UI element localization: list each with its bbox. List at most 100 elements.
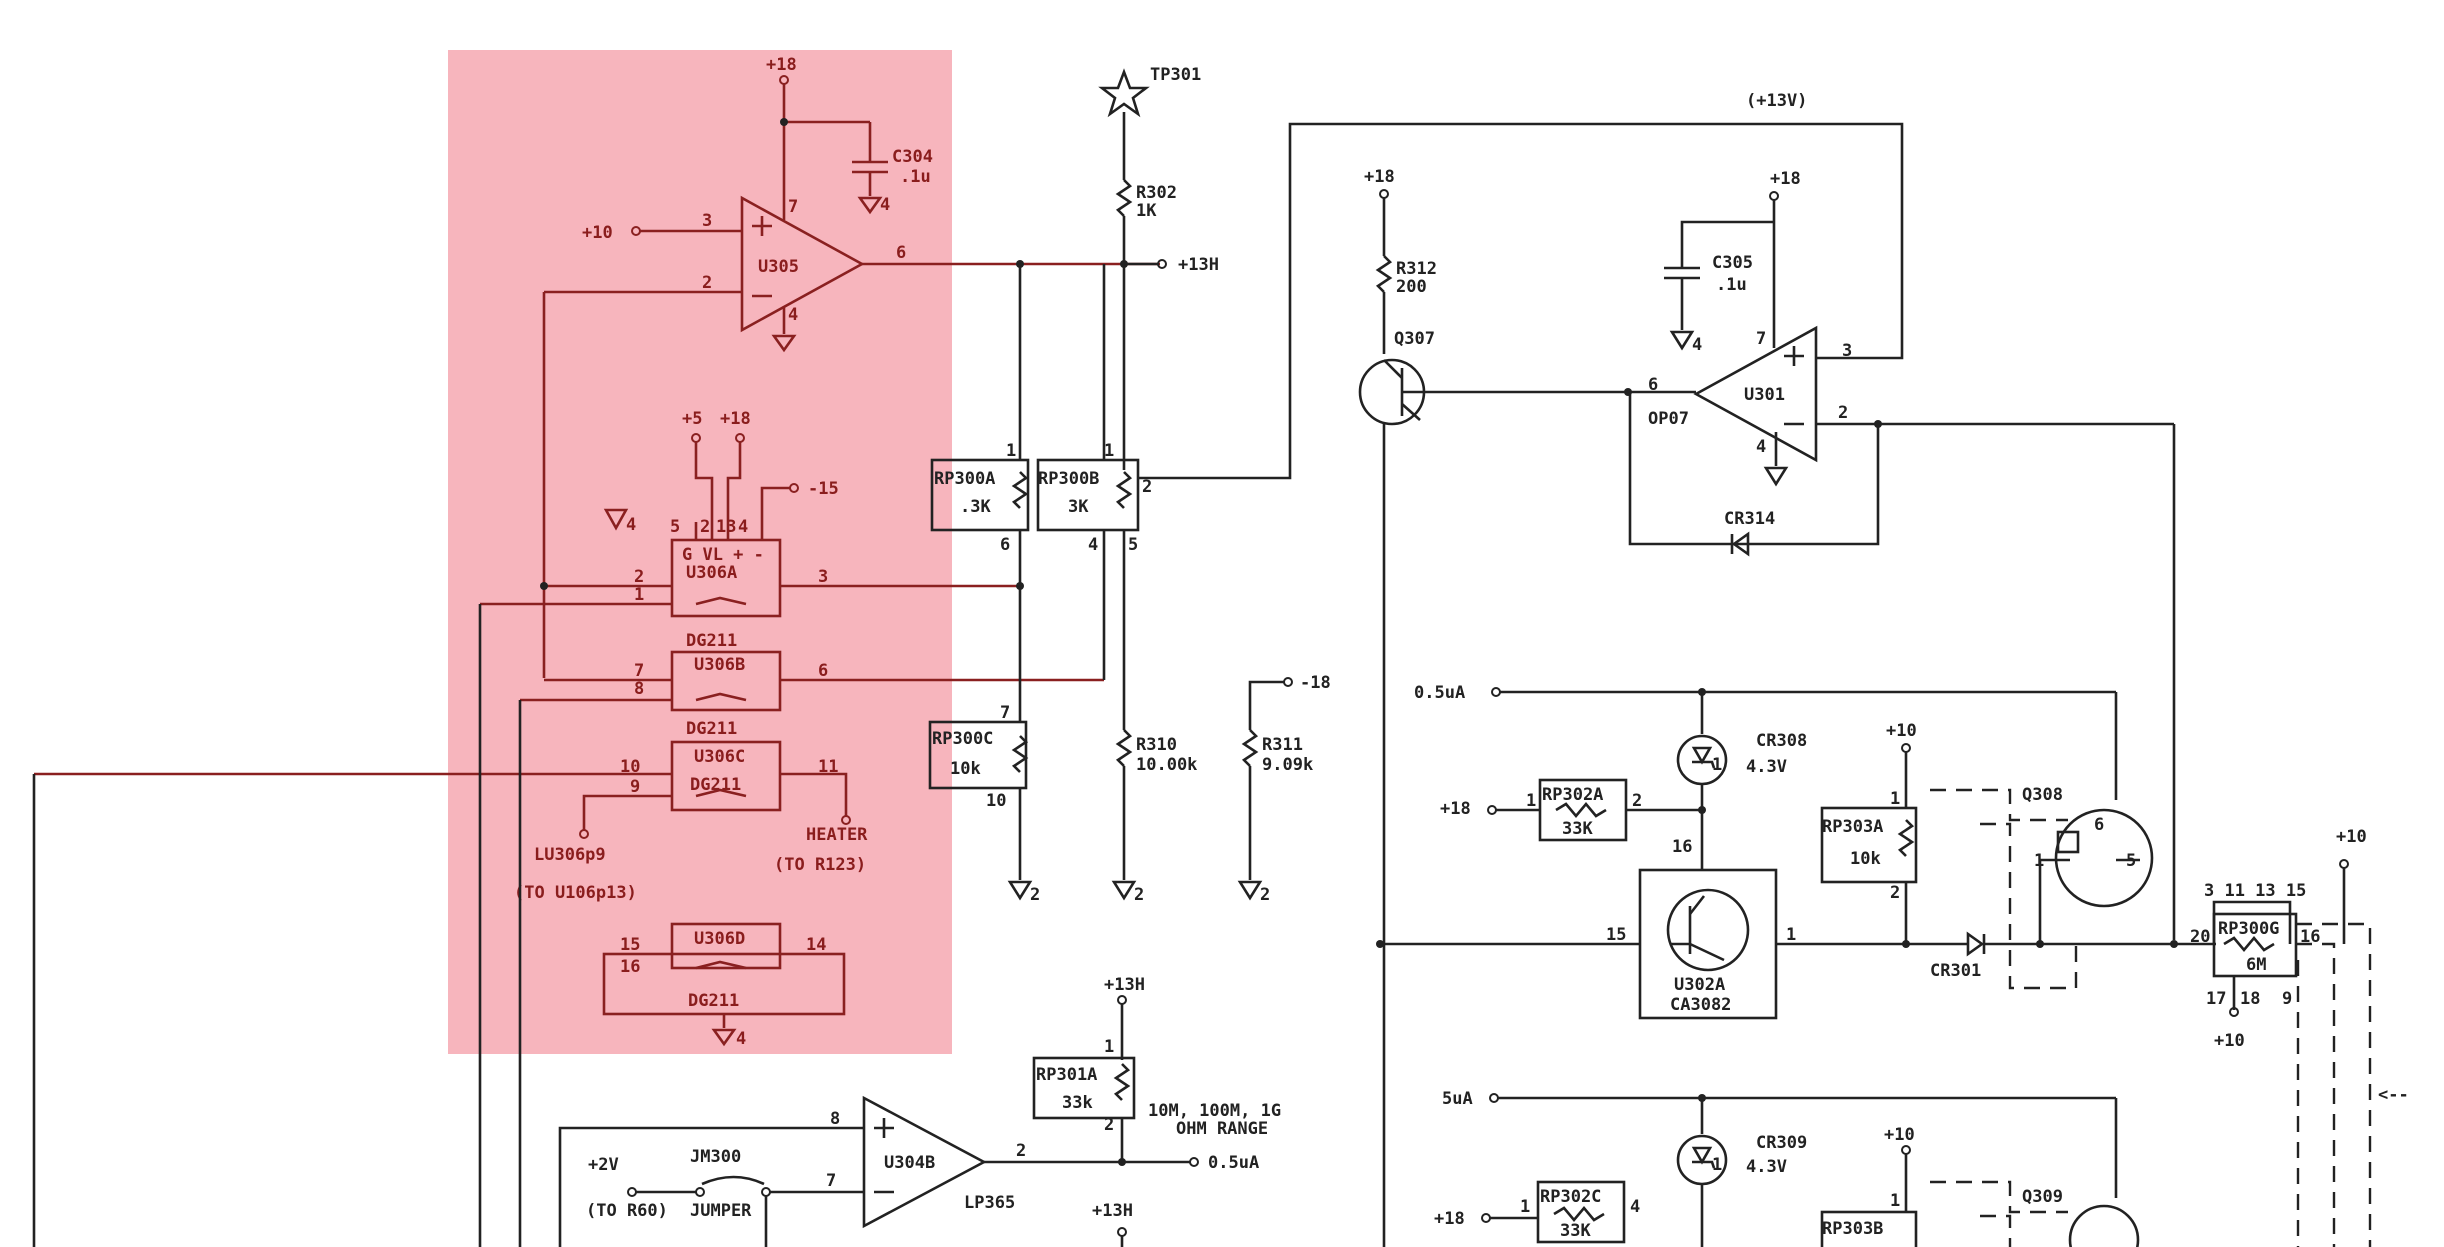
svg-text:1: 1 bbox=[1890, 789, 1900, 809]
svg-text:<--: <-- bbox=[2378, 1085, 2409, 1105]
svg-text:1: 1 bbox=[1526, 791, 1536, 811]
svg-text:OHM RANGE: OHM RANGE bbox=[1176, 1119, 1268, 1139]
svg-text:11: 11 bbox=[818, 757, 838, 777]
svg-text:6: 6 bbox=[896, 243, 906, 263]
rp300c-resistor bbox=[928, 720, 1028, 790]
svg-text:HEATER: HEATER bbox=[806, 825, 868, 845]
svg-text:+13H: +13H bbox=[1092, 1201, 1133, 1221]
svg-text:3: 3 bbox=[702, 211, 712, 231]
svg-text:10: 10 bbox=[620, 757, 640, 777]
svg-text:RP300B: RP300B bbox=[1038, 469, 1099, 489]
svg-text:+13H: +13H bbox=[1104, 975, 1145, 995]
svg-text:+18: +18 bbox=[720, 409, 751, 429]
svg-text:U302A: U302A bbox=[1674, 975, 1725, 995]
svg-text:+10: +10 bbox=[2214, 1031, 2245, 1051]
svg-text:13: 13 bbox=[716, 517, 736, 537]
svg-text:4: 4 bbox=[1756, 437, 1766, 457]
svg-text:1: 1 bbox=[1520, 1197, 1530, 1217]
svg-text:8: 8 bbox=[830, 1109, 840, 1129]
svg-text:U306B: U306B bbox=[694, 655, 745, 675]
svg-text:10k: 10k bbox=[950, 759, 981, 779]
svg-text:(TO U106p13): (TO U106p13) bbox=[514, 883, 637, 903]
svg-text:0.5uA: 0.5uA bbox=[1414, 683, 1465, 703]
svg-text:JUMPER: JUMPER bbox=[690, 1201, 752, 1221]
svg-text:+13H: +13H bbox=[1178, 255, 1219, 275]
svg-text:1: 1 bbox=[1890, 1191, 1900, 1211]
svg-text:RP300G: RP300G bbox=[2218, 919, 2279, 939]
svg-text:7: 7 bbox=[1000, 703, 1010, 723]
c304-label: C304 bbox=[892, 147, 933, 167]
svg-text:9: 9 bbox=[2282, 989, 2292, 1009]
svg-text:R310: R310 bbox=[1136, 735, 1177, 755]
svg-text:1: 1 bbox=[1786, 925, 1796, 945]
svg-text:18: 18 bbox=[2240, 989, 2260, 1009]
svg-text:+18: +18 bbox=[1770, 169, 1801, 189]
svg-text:(TO R123): (TO R123) bbox=[774, 855, 866, 875]
u304b-opamp bbox=[862, 1095, 987, 1229]
svg-text:R302: R302 bbox=[1136, 183, 1177, 203]
svg-text:2: 2 bbox=[1016, 1141, 1026, 1161]
svg-text:+5: +5 bbox=[682, 409, 702, 429]
svg-text:+18: +18 bbox=[1434, 1209, 1465, 1229]
u301-label: U301 bbox=[1744, 385, 1785, 405]
svg-text:16: 16 bbox=[620, 957, 640, 977]
svg-text:U306A: U306A bbox=[686, 563, 737, 583]
svg-text:16: 16 bbox=[1672, 837, 1692, 857]
svg-text:C305: C305 bbox=[1712, 253, 1753, 273]
svg-text:33k: 33k bbox=[1062, 1093, 1093, 1113]
svg-text:2: 2 bbox=[702, 273, 712, 293]
svg-text:2: 2 bbox=[700, 517, 710, 537]
svg-text:3: 3 bbox=[818, 567, 828, 587]
svg-text:1: 1 bbox=[1006, 441, 1016, 461]
svg-text:4: 4 bbox=[880, 195, 890, 215]
svg-text:33K: 33K bbox=[1560, 1221, 1591, 1241]
u305-opamp bbox=[740, 195, 865, 333]
u306d-switch bbox=[670, 922, 782, 970]
svg-text:1: 1 bbox=[1712, 755, 1722, 775]
svg-text:Q309: Q309 bbox=[2022, 1187, 2063, 1207]
svg-text:17: 17 bbox=[2206, 989, 2226, 1009]
svg-text:15: 15 bbox=[1606, 925, 1626, 945]
svg-text:7: 7 bbox=[634, 661, 644, 681]
svg-text:4.3V: 4.3V bbox=[1746, 1157, 1787, 1177]
svg-text:6: 6 bbox=[2094, 815, 2104, 835]
svg-text:CR308: CR308 bbox=[1756, 731, 1807, 751]
svg-text:CA3082: CA3082 bbox=[1670, 995, 1731, 1015]
svg-text:4: 4 bbox=[788, 305, 798, 325]
svg-text:7: 7 bbox=[788, 197, 798, 217]
svg-text:Q308: Q308 bbox=[2022, 785, 2063, 805]
svg-text:1: 1 bbox=[1104, 1037, 1114, 1057]
svg-text:1: 1 bbox=[634, 585, 644, 605]
svg-text:6: 6 bbox=[1648, 375, 1658, 395]
svg-text:(+13V): (+13V) bbox=[1746, 91, 1807, 111]
svg-text:3: 3 bbox=[1842, 341, 1852, 361]
svg-text:+10: +10 bbox=[1884, 1125, 1915, 1145]
svg-text:9: 9 bbox=[630, 777, 640, 797]
svg-text:RP303B: RP303B bbox=[1822, 1219, 1883, 1239]
svg-text:(TO R60): (TO R60) bbox=[586, 1201, 668, 1221]
svg-text:RP302A: RP302A bbox=[1542, 785, 1603, 805]
svg-text:3K: 3K bbox=[1068, 497, 1089, 517]
svg-text:DG211: DG211 bbox=[686, 719, 737, 739]
svg-text:RP302C: RP302C bbox=[1540, 1187, 1601, 1207]
svg-text:DG211: DG211 bbox=[690, 775, 741, 795]
svg-text:R311: R311 bbox=[1262, 735, 1303, 755]
svg-text:LP365: LP365 bbox=[964, 1193, 1015, 1213]
svg-text:G VL + -: G VL + - bbox=[682, 545, 764, 565]
svg-text:2: 2 bbox=[1838, 403, 1848, 423]
svg-text:4: 4 bbox=[626, 515, 636, 535]
svg-text:16: 16 bbox=[2300, 927, 2320, 947]
svg-text:2: 2 bbox=[1632, 791, 1642, 811]
svg-text:10.00k: 10.00k bbox=[1136, 755, 1197, 775]
q307-label: Q307 bbox=[1394, 329, 1435, 349]
svg-text:14: 14 bbox=[806, 935, 826, 955]
svg-text:6M: 6M bbox=[2246, 955, 2266, 975]
rp303a-resistor bbox=[1820, 806, 1918, 884]
svg-text:U306D: U306D bbox=[694, 929, 745, 949]
u301-opamp bbox=[1693, 325, 1818, 463]
svg-text:.3K: .3K bbox=[960, 497, 991, 517]
rp300a-resistor bbox=[930, 458, 1030, 532]
svg-text:RP301A: RP301A bbox=[1036, 1065, 1097, 1085]
svg-text:-18: -18 bbox=[1300, 673, 1331, 693]
